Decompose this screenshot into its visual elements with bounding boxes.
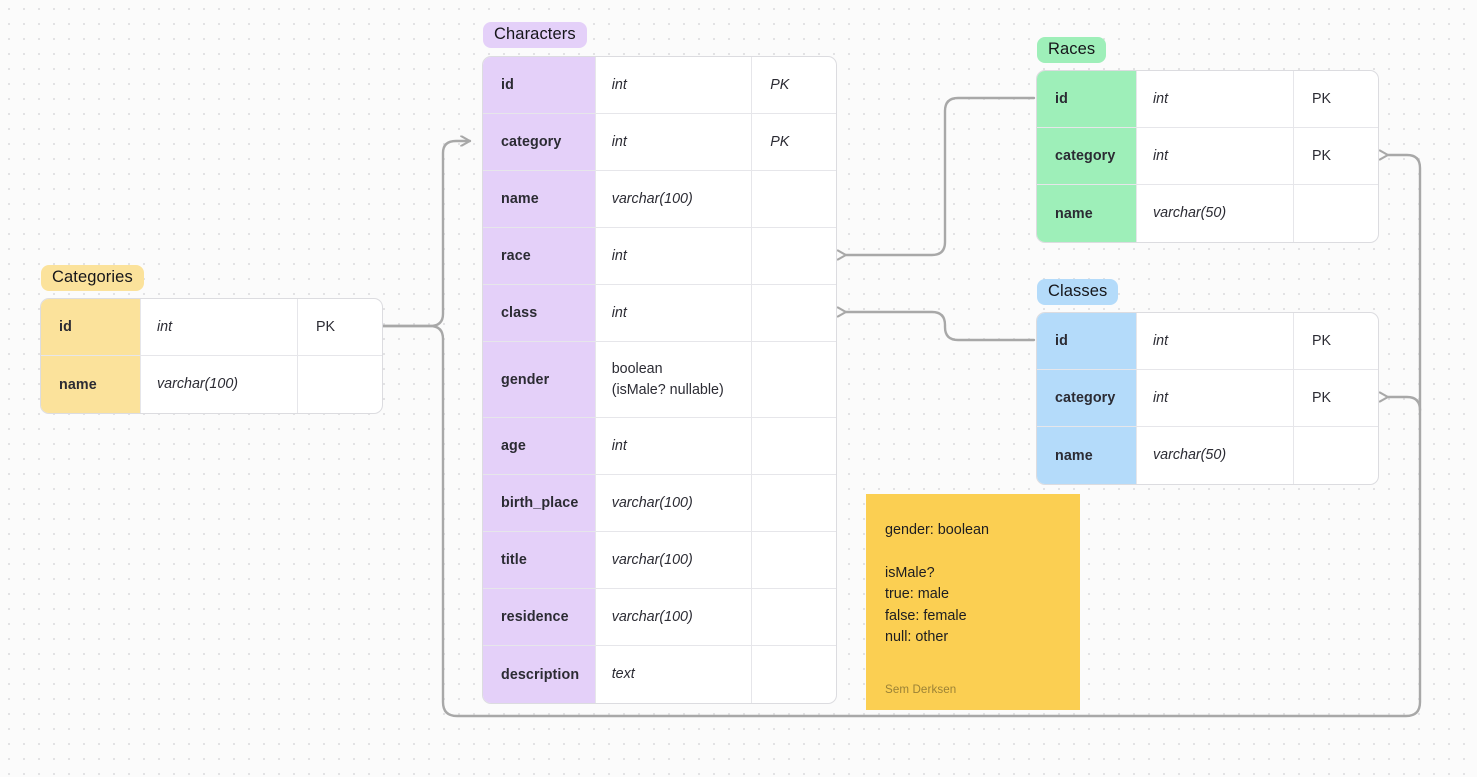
sticky-note-line-3: true: male	[885, 586, 949, 603]
column-name-cell: residence	[483, 589, 596, 645]
column-key-cell	[1294, 185, 1378, 242]
column-type-cell: int	[596, 57, 753, 113]
sticky-note-spacer	[885, 542, 1058, 563]
column-key-cell	[752, 418, 836, 474]
column-name-cell: birth_place	[483, 475, 596, 531]
column-name-cell: class	[483, 285, 596, 341]
column-type-cell: varchar(50)	[1137, 427, 1294, 484]
column-key-cell: PK	[770, 77, 790, 93]
column-name-cell: name	[41, 356, 141, 413]
column-type-cell: int	[596, 114, 753, 170]
wire-categories-to-characters-category	[380, 141, 472, 328]
column-name-cell: title	[483, 532, 596, 588]
column-type-cell: varchar(50)	[1137, 185, 1294, 242]
column-key-cell	[752, 646, 836, 703]
sticky-note-gender[interactable]: gender: boolean isMale? true: male false…	[866, 494, 1080, 710]
column-name-cell: id	[1037, 313, 1137, 369]
column-key-cell: PK	[1312, 333, 1332, 349]
column-key-cell	[752, 171, 836, 227]
column-type-cell: int	[1137, 71, 1294, 127]
column-type-cell: int	[596, 285, 753, 341]
column-type-cell: int	[1137, 128, 1294, 184]
column-name-cell: name	[483, 171, 596, 227]
sticky-note-line-4: false: female	[885, 607, 967, 624]
column-name-cell: id	[1037, 71, 1137, 127]
column-name-cell: race	[483, 228, 596, 284]
sticky-note-line-5: null: other	[885, 629, 949, 646]
table-label-characters[interactable]: Characters	[483, 22, 587, 49]
column-type-cell: int	[1137, 370, 1294, 426]
column-type-cell: varchar(100)	[141, 356, 298, 413]
column-key-cell	[752, 532, 836, 588]
column-name-cell: name	[1037, 427, 1137, 484]
column-type-cell: varchar(100)	[596, 475, 753, 531]
column-type-cell: int	[596, 418, 753, 474]
table-label-categories[interactable]: Categories	[41, 265, 144, 292]
column-type-cell: text	[596, 646, 753, 703]
column-key-cell	[752, 342, 836, 417]
column-key-cell: PK	[1312, 148, 1332, 164]
sticky-note-line-2: isMale?	[885, 564, 935, 581]
column-key-cell	[752, 285, 836, 341]
table-label-races[interactable]: Races	[1037, 37, 1107, 64]
sticky-note-line-1: gender: boolean	[885, 522, 990, 538]
column-name-cell: id	[41, 299, 141, 355]
column-type-cell: varchar(100)	[596, 589, 753, 645]
column-key-cell: PK	[316, 319, 336, 335]
column-key-cell	[752, 228, 836, 284]
column-name-cell: id	[483, 57, 596, 113]
column-key-cell	[1294, 427, 1378, 484]
wire-trunk-to-races-category	[1388, 155, 1422, 412]
column-type-cell: int	[1137, 313, 1294, 369]
sticky-note-author: Sem Derksen	[885, 683, 957, 696]
column-type-cell: int	[596, 228, 753, 284]
column-key-cell: PK	[770, 134, 790, 150]
table-label-classes[interactable]: Classes	[1037, 279, 1119, 306]
column-type-cell: int	[141, 299, 298, 355]
column-name-cell: age	[483, 418, 596, 474]
wire-trunk-to-classes-category	[1388, 397, 1422, 412]
column-name-cell: gender	[483, 342, 596, 417]
column-name-cell: name	[1037, 185, 1137, 242]
column-name-cell: description	[483, 646, 596, 703]
column-key-cell: PK	[1312, 390, 1332, 406]
column-key-cell	[298, 356, 382, 413]
column-type-cell: boolean (isMale? nullable)	[596, 342, 753, 417]
column-type-cell: varchar(100)	[596, 532, 753, 588]
column-key-cell: PK	[1312, 91, 1332, 107]
column-name-cell: category	[483, 114, 596, 170]
column-name-cell: category	[1037, 370, 1137, 426]
column-key-cell	[752, 589, 836, 645]
column-type-cell: varchar(100)	[596, 171, 753, 227]
wire-races-to-characters-race	[846, 96, 1036, 255]
wire-classes-to-characters-class	[846, 312, 1036, 342]
column-name-cell: category	[1037, 128, 1137, 184]
column-key-cell	[752, 475, 836, 531]
